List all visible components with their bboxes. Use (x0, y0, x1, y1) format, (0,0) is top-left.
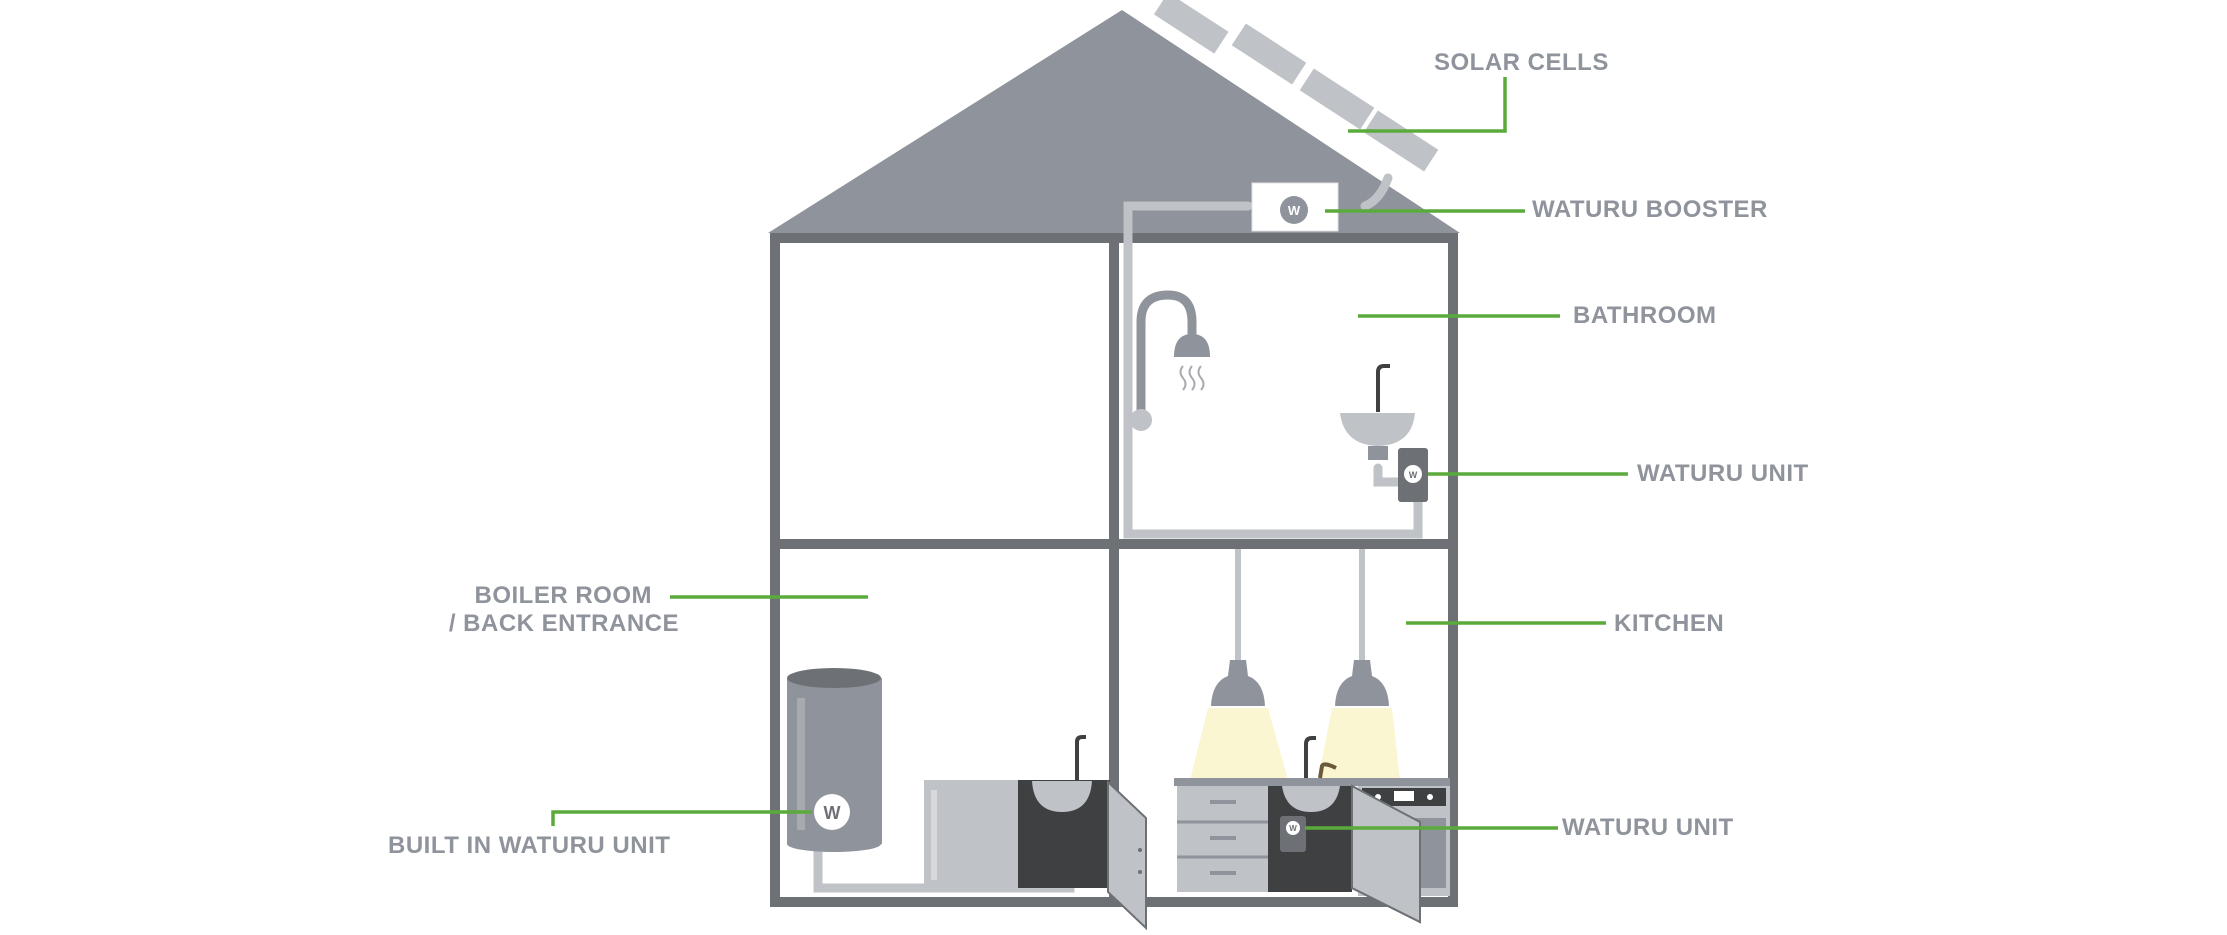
waturu-logo-icon (1404, 465, 1422, 483)
svg-text:W: W (1288, 203, 1301, 218)
label-solar-cells: SOLAR CELLS (1434, 49, 1609, 76)
waturu-booster: W (1251, 182, 1339, 232)
svg-text:W: W (1409, 470, 1418, 480)
kitchen-lamps (1190, 549, 1400, 780)
waturu-logo-icon (814, 794, 850, 830)
svg-text:W: W (824, 803, 841, 823)
leader-lines (551, 77, 1628, 830)
labels: SOLAR CELLS WATURU BOOSTER BATHROOM WATU… (388, 49, 1809, 859)
label-bathroom: BATHROOM (1573, 302, 1717, 329)
shower (1130, 290, 1210, 431)
label-waturu-unit-kitchen: WATURU UNIT (1562, 814, 1734, 841)
label-kitchen: KITCHEN (1614, 610, 1724, 637)
boiler-tank: W (787, 668, 882, 852)
svg-text:W: W (1289, 824, 1297, 833)
label-boiler-room: BOILER ROOM (475, 582, 653, 609)
label-back-entrance: / BACK ENTRANCE (449, 610, 679, 637)
solar-cells (1153, 0, 1439, 172)
kitchen-sink-door (1351, 784, 1421, 924)
bathroom-sink: W (1340, 364, 1428, 502)
label-waturu-booster: WATURU BOOSTER (1532, 196, 1768, 223)
roof (768, 10, 1460, 233)
waturu-logo-icon (1286, 821, 1300, 835)
waturu-logo-icon (1280, 196, 1308, 224)
label-waturu-unit-bathroom: WATURU UNIT (1637, 460, 1809, 487)
utility-cabinet (924, 735, 1147, 931)
label-built-in-waturu-unit: BUILT IN WATURU UNIT (388, 832, 670, 859)
